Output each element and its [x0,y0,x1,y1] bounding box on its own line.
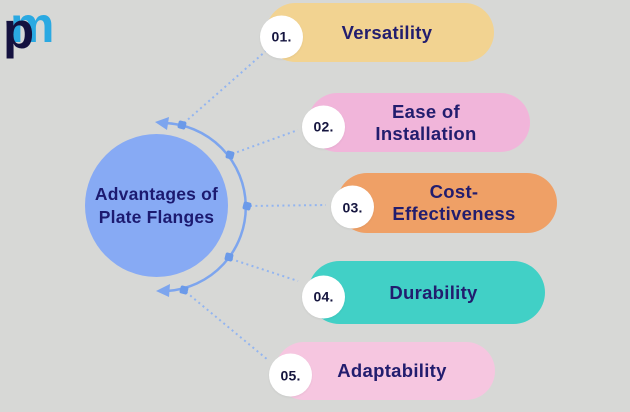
item-label-line1: Cost- [429,181,479,202]
central-topic-circle: Advantages of Plate Flanges [85,134,228,277]
item-pill-versatility: 01. Versatility [260,3,494,62]
arrow-bottom-icon [156,284,170,297]
dotted-line-3 [249,204,327,207]
item-pill-adaptability: 05. Adaptability [269,342,495,400]
item-number-badge: 01. [260,15,303,58]
item-number: 04. [313,288,334,305]
item-label-line1: Adaptability [337,360,447,381]
central-topic-line2: Plate Flanges [98,206,215,227]
logo-letter-p: p [3,2,35,59]
arrow-top-icon [155,117,169,130]
item-pill-durability: 04. Durability [302,261,545,324]
item-label: Adaptability [275,360,495,382]
dotted-line-1 [183,49,268,124]
node-marker-5 [179,285,189,295]
node-marker-4 [224,252,234,262]
item-label-line2: Effectiveness [392,203,516,224]
item-label-line1: Versatility [341,21,433,43]
item-label: Durability [308,282,545,304]
logo-letter-m: m [10,0,54,53]
item-label-line2: Installation [375,122,477,144]
item-number-badge: 05. [269,353,312,397]
node-marker-3 [242,201,252,211]
item-pill-cost-effectiveness: 03. Cost- Effectiveness [331,173,557,233]
node-marker-2 [225,150,235,160]
central-topic-line1: Advantages of [94,183,219,204]
item-label: Ease of Installation [308,101,530,145]
item-number-badge: 04. [302,275,345,318]
item-pill-ease-of-installation: 02. Ease of Installation [302,93,530,152]
node-marker-1 [177,120,187,130]
item-number: 01. [271,28,292,45]
item-label: Versatility [266,22,494,44]
dotted-line-5 [185,291,269,361]
item-label-line1: Ease of [392,100,460,122]
dotted-line-4 [230,258,299,282]
brand-logo: m p [0,0,60,62]
item-number-badge: 02. [302,105,345,148]
item-label: Cost- Effectiveness [337,181,557,225]
dotted-line-2 [231,129,299,155]
item-number-badge: 03. [331,185,374,229]
item-number: 03. [342,199,363,215]
item-number: 05. [280,367,301,383]
item-label-line1: Durability [389,281,478,303]
item-number: 02. [313,118,334,135]
